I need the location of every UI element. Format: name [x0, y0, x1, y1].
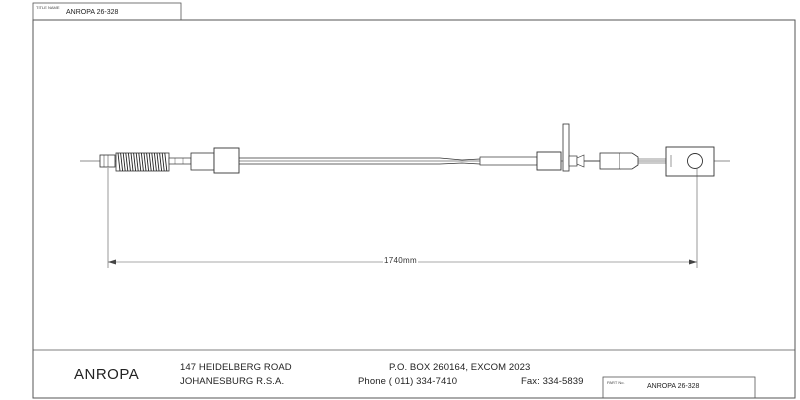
cable-sleeve	[479, 156, 538, 166]
address-line-1: 147 HEIDELBERG ROAD	[180, 362, 292, 373]
spring-coil	[125, 152, 129, 172]
collar-nut	[576, 154, 585, 168]
address-line-2: JOHANESBURG R.S.A.	[180, 376, 285, 387]
spring-coil	[153, 152, 157, 172]
left-ferrule	[190, 152, 215, 171]
left-end-fitting	[99, 154, 116, 168]
spring-coil	[130, 152, 134, 172]
top-title-block	[32, 2, 182, 21]
brand-name: ANROPA	[74, 366, 140, 383]
spring-coil	[117, 152, 121, 172]
left-cable-stub	[168, 157, 192, 165]
spring-coil	[146, 152, 150, 172]
spring-coil	[127, 152, 131, 172]
right-ferrule-taper	[620, 152, 639, 170]
mounting-plate	[562, 123, 570, 172]
spring-coil	[140, 152, 144, 172]
spring-coil	[151, 152, 155, 172]
dimension-arrow-left	[108, 259, 116, 265]
spring-coil	[148, 152, 152, 172]
spring-coil	[138, 152, 142, 172]
spring-coil	[164, 152, 168, 172]
top-part-code: ANROPA 26-328	[66, 9, 119, 16]
spring-coil	[156, 152, 160, 172]
spring-coil	[161, 152, 165, 172]
spring-coil	[159, 152, 163, 172]
mounting-collar	[568, 155, 578, 167]
spring-coil	[135, 152, 139, 172]
dimension-label: 1740mm	[383, 256, 418, 265]
po-box: P.O. BOX 260164, EXCOM 2023	[389, 362, 531, 373]
spring-coils	[117, 152, 168, 172]
spring-coil	[120, 152, 124, 172]
eye-hole	[687, 153, 703, 169]
fax-number: Fax: 334-5839	[521, 376, 584, 387]
dimension-arrow-right	[689, 259, 697, 265]
top-title-label: TITLE NAME	[36, 5, 60, 10]
phone-number: Phone ( 011) 334-7410	[358, 376, 458, 387]
cable-taper	[439, 157, 481, 165]
right-adjuster-block	[536, 151, 562, 171]
part-number-code: ANROPA 26-328	[647, 383, 700, 390]
drawing-border	[32, 19, 796, 399]
spring-coil	[133, 152, 137, 172]
left-adjuster-block	[213, 147, 240, 174]
part-number-block	[602, 376, 756, 399]
part-number-label: PART No.	[607, 380, 625, 385]
right-ferrule	[599, 152, 621, 170]
spring-coil	[143, 152, 147, 172]
spring-coil	[122, 152, 126, 172]
